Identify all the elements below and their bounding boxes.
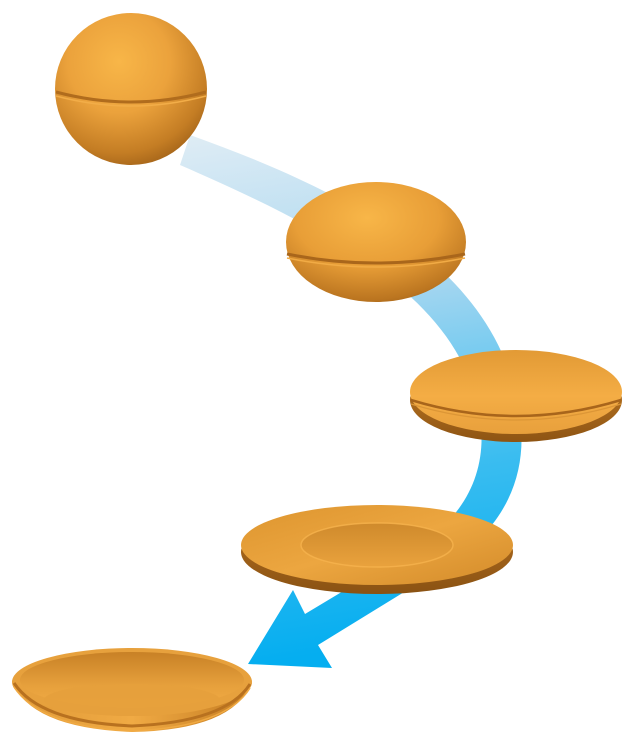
stage-oblate-1 (286, 182, 466, 302)
stage-oblate-2 (410, 350, 622, 442)
stage-plate (241, 505, 513, 594)
stage-dish (12, 648, 252, 732)
stage-sphere (55, 13, 207, 165)
